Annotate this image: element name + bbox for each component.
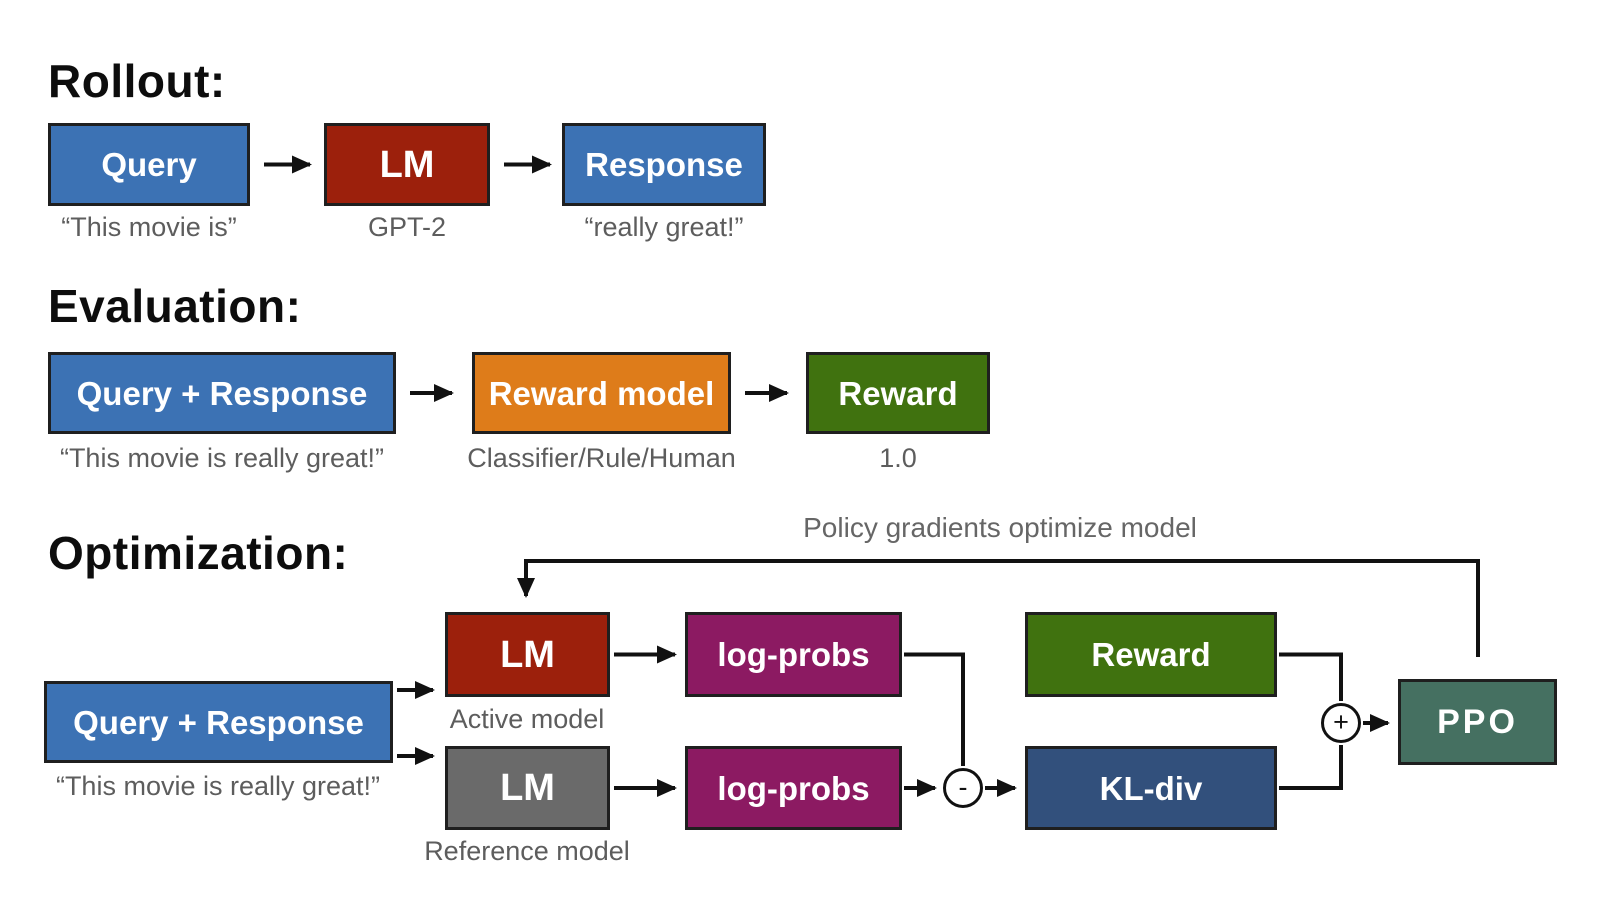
query-response-box: Query + Response [48,352,396,434]
response-caption: “really great!” [584,212,744,242]
query-box: Query [48,123,250,206]
reward-model-caption: Classifier/Rule/Human [467,443,736,473]
query-caption: “This movie is” [61,212,237,242]
wire-ppo-feedback-to-active-lm [517,559,1480,657]
wire-active-logprobs-to-minus [904,652,965,766]
active-logprobs-box-label: log-probs [717,636,870,673]
reward-box: Reward [806,352,990,434]
reward-model-box: Reward model [472,352,731,434]
lm-box-label: LM [379,143,435,186]
query-response-box-label: Query + Response [76,374,368,412]
feedback-loop-label: Policy gradients optimize model [803,512,1197,543]
ppo-box: PPO [1398,679,1557,765]
reward-model-box-label: Reward model [488,374,715,412]
minus-operator-label: - [958,771,968,802]
active-model-caption: Active model [449,704,605,734]
response-box-label: Response [585,146,743,183]
opt-query-response-box: Query + Response [44,681,393,763]
rollout-heading: Rollout: [48,55,226,107]
wire-kl-div-to-plus [1279,745,1343,790]
response-box: Response [562,123,766,206]
active-lm-box-label: LM [500,633,555,676]
reference-logprobs-box: log-probs [685,746,902,830]
active-lm-box: LM [445,612,610,697]
opt-query-response-caption: “This movie is really great!” [55,771,381,801]
plus-operator-label: + [1333,706,1349,737]
query-response-caption: “This movie is really great!” [59,443,385,473]
lm-caption: GPT-2 [367,212,447,242]
kl-div-box-label: KL-div [1099,769,1203,807]
lm-box: LM [324,123,490,206]
reference-model-caption: Reference model [424,836,630,866]
active-logprobs-box: log-probs [685,612,902,697]
reward-value-caption: 1.0 [879,443,917,473]
wire-reward-to-plus [1279,652,1343,701]
opt-query-response-box-label: Query + Response [73,703,364,741]
plus-operator-node: + [1321,703,1361,743]
optimization-heading: Optimization: [48,527,349,579]
reward-box-label: Reward [838,374,958,412]
reference-lm-box: LM [445,746,610,830]
kl-div-box: KL-div [1025,746,1277,830]
reference-lm-box-label: LM [500,767,555,809]
ppo-box-label: PPO [1437,703,1518,741]
evaluation-heading: Evaluation: [48,280,302,332]
opt-reward-box: Reward [1025,612,1277,697]
query-box-label: Query [101,146,197,183]
minus-operator-node: - [943,768,983,808]
opt-reward-box-label: Reward [1091,636,1211,673]
reference-logprobs-box-label: log-probs [717,769,870,807]
